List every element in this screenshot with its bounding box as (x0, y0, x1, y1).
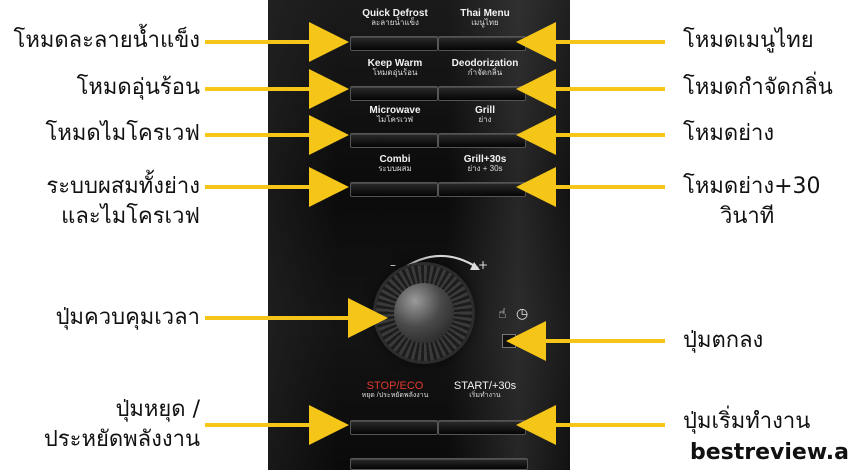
label-deodorization-mode: โหมดกำจัดกลิ่น (683, 75, 833, 100)
label-combi-mode-line1: ระบบผสมทั้งย่าง (46, 174, 200, 199)
label-grill-30s-line2: วินาที (720, 204, 775, 229)
clock-icon: ◷ (516, 306, 529, 322)
label-stop-line2: ประหยัดพลังงาน (43, 427, 200, 452)
time-control-knob[interactable] (376, 265, 472, 361)
quick-defrost-button[interactable] (350, 36, 438, 51)
knob-cap (394, 283, 454, 343)
label-start-button: ปุ่มเริ่มทำงาน (683, 409, 811, 434)
knob-minus-mark: – (390, 258, 396, 272)
knob-plus-mark: + (478, 258, 489, 272)
label-quick-defrost-mode: โหมดละลายน้ำแข็ง (13, 28, 200, 53)
label-stop-line1: ปุ่มหยุด / (115, 397, 200, 422)
label-keep-warm-mode: โหมดอุ่นร้อน (76, 75, 200, 100)
label-grill-30s-line1: โหมดย่าง+30 (683, 174, 821, 199)
watermark: bestreview.asia (690, 440, 850, 465)
stop-eco-button[interactable] (350, 420, 438, 435)
label-grill-mode: โหมดย่าง (683, 121, 775, 146)
touch-hand-icon: ☝ (498, 306, 507, 322)
stop-eco-label: STOP/ECO หยุด /ประหยัดพลังงาน (361, 380, 429, 400)
label-time-control: ปุ่มควบคุมเวลา (55, 305, 200, 330)
label-microwave-mode: โหมดไมโครเวฟ (45, 121, 200, 146)
combi-button[interactable] (350, 182, 438, 197)
rotation-arc-icon (397, 255, 480, 273)
keep-warm-button[interactable] (350, 86, 438, 101)
label-confirm-button: ปุ่มตกลง (683, 328, 764, 353)
start-label: START/+30s เริ่มทำงาน (453, 380, 517, 400)
label-thai-menu-mode: โหมดเมนูไทย (683, 28, 814, 53)
label-combi-mode-line2: และไมโครเวฟ (61, 204, 200, 229)
microwave-button[interactable] (350, 133, 438, 148)
